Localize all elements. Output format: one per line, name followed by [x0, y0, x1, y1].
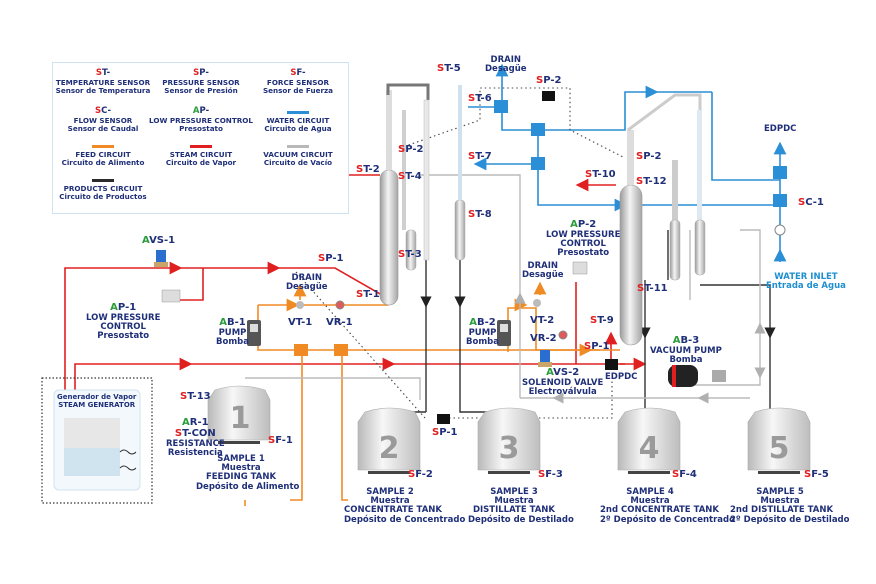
- vacuum-pump-ab3: [668, 365, 726, 387]
- label-avs-1: AVS-1: [142, 235, 176, 246]
- label-st-11: ST-11: [637, 283, 668, 294]
- label-st-9: ST-9: [590, 315, 614, 326]
- tank-number-3: 3: [499, 431, 520, 466]
- tank-number-1: 1: [230, 401, 251, 436]
- solenoid-valve-avs1: [154, 250, 168, 267]
- flow-sensor-sc1: [774, 224, 786, 236]
- pressure-lines: [295, 87, 626, 419]
- pressure-sensor-sp2-box: [542, 91, 555, 101]
- label-st-1: ST-1: [356, 289, 380, 300]
- label-sp-2-left: SP-2: [398, 144, 424, 155]
- valve-vr2: [558, 330, 568, 340]
- tank-number-5: 5: [769, 431, 790, 466]
- valve-vt1: [296, 301, 304, 309]
- valve-vr1: [335, 300, 345, 310]
- label-st-7: ST-7: [468, 151, 492, 162]
- label-st-5: ST-5: [437, 63, 461, 74]
- steam-line-swatch: [190, 145, 212, 148]
- label-edpdc-top: EDPDC: [764, 124, 797, 134]
- feed-line-swatch: [92, 145, 114, 148]
- tank-number-4: 4: [639, 431, 660, 466]
- label-vt-1: VT-1: [288, 317, 313, 328]
- label-sp-2-right: SP-2: [636, 151, 662, 162]
- tank-3: 3: [477, 407, 541, 474]
- water-junctions: [494, 100, 787, 207]
- tank-1: 1: [207, 385, 271, 444]
- label-sp-1-top: SP-1: [318, 253, 344, 264]
- tank-number-2: 2: [379, 431, 400, 466]
- water-line-swatch: [287, 111, 309, 114]
- label-sf-5: SF-5: [804, 469, 829, 480]
- label-st-10: ST-10: [585, 169, 616, 180]
- label-vr-2: VR-2: [530, 333, 557, 344]
- label-st-13: ST-13: [180, 391, 211, 402]
- valve-vt2: [533, 299, 541, 307]
- label-st-2: ST-2: [356, 164, 380, 175]
- label-sp-1-right: SP-1: [584, 341, 610, 352]
- evaporator-column-2: [619, 93, 706, 346]
- label-sp-2-top: SP-2: [536, 75, 562, 86]
- label-st-4: ST-4: [398, 171, 422, 182]
- feed-junctions: [294, 344, 348, 356]
- products-line-swatch: [92, 179, 114, 182]
- vacuum-line-swatch: [287, 145, 309, 148]
- edpdc-box: [605, 359, 618, 370]
- low-pressure-control-ap1: [161, 289, 181, 303]
- tank-2: 2: [357, 407, 421, 474]
- label-sf-2: SF-2: [408, 469, 433, 480]
- vacuum-circuit: [245, 174, 766, 404]
- pressure-sensor-sp1-box: [437, 414, 450, 424]
- label-st-6: ST-6: [468, 93, 492, 104]
- pump-ab2: [497, 320, 511, 346]
- label-sf-3: SF-3: [538, 469, 563, 480]
- evaporator-column-1: [379, 83, 466, 306]
- label-edpdc-bottom: EDPDC: [605, 372, 638, 382]
- label-sc-1: SC-1: [798, 197, 824, 208]
- label-vr-1: VR-1: [326, 317, 353, 328]
- pump-ab1: [247, 320, 261, 346]
- label-sp-1-bottom: SP-1: [432, 427, 458, 438]
- label-sf-4: SF-4: [672, 469, 697, 480]
- label-vt-2: VT-2: [530, 315, 555, 326]
- label-st-3: ST-3: [398, 249, 422, 260]
- solenoid-valve-avs2: [538, 350, 552, 367]
- label-sf-1: SF-1: [268, 435, 293, 446]
- steam-generator: [41, 377, 153, 504]
- label-st-8: ST-8: [468, 209, 492, 220]
- label-st-12: ST-12: [636, 176, 667, 187]
- tank-5: 5: [747, 407, 811, 474]
- tank-4: 4: [617, 407, 681, 474]
- low-pressure-control-ap2: [572, 261, 588, 275]
